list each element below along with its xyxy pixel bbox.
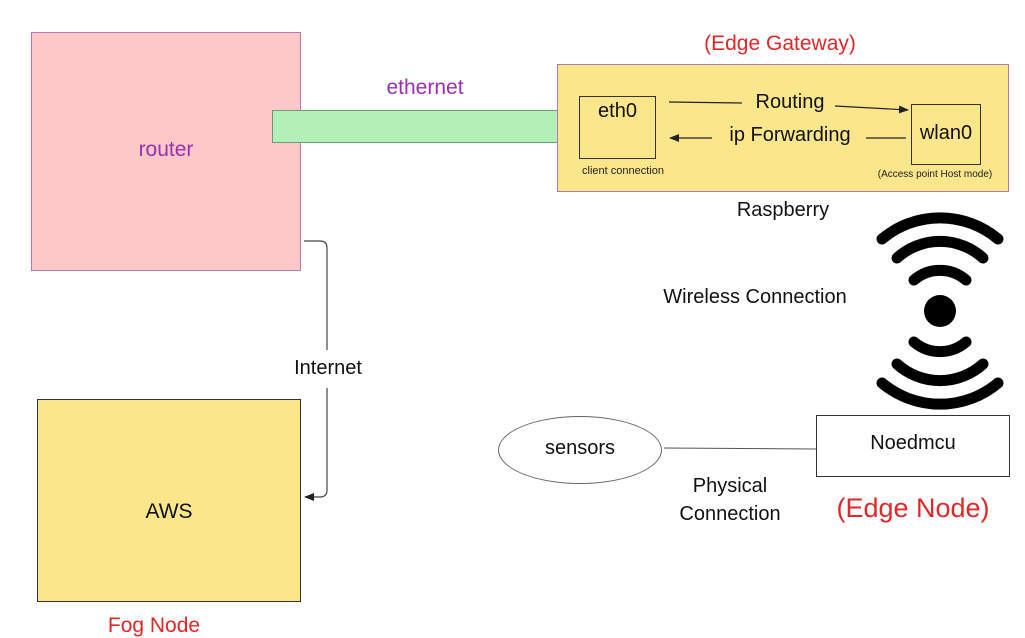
sensors-ellipse bbox=[498, 416, 662, 484]
router-box bbox=[31, 32, 301, 271]
sensors-label: sensors bbox=[544, 437, 616, 459]
physical-label-line2: Connection bbox=[679, 503, 781, 525]
wlan0-label: wlan0 bbox=[919, 122, 973, 144]
physical-connection-line bbox=[663, 447, 817, 450]
nodemcu-box bbox=[816, 415, 1010, 477]
internet-label: Internet bbox=[294, 357, 362, 379]
aws-box bbox=[37, 399, 301, 602]
fog-node-label: Fog Node bbox=[107, 614, 201, 637]
wifi-icon bbox=[876, 212, 1004, 410]
routing-arrow bbox=[834, 105, 909, 114]
internet-connector bbox=[304, 240, 328, 497]
gateway-title: (Edge Gateway) bbox=[704, 32, 856, 55]
wlan0-caption: (Access point Host mode) bbox=[877, 169, 993, 180]
wireless-connection-label: Wireless Connection bbox=[663, 286, 847, 308]
physical-connection-label: Physical Connection bbox=[650, 472, 810, 528]
wlan0-interface-box bbox=[911, 104, 981, 165]
raspberry-label: Raspberry bbox=[736, 199, 830, 221]
edge-node-label: (Edge Node) bbox=[836, 493, 990, 523]
routing-label: Routing bbox=[755, 91, 825, 113]
routing-arrow-left-segment bbox=[668, 101, 743, 104]
eth0-interface-box bbox=[579, 96, 656, 159]
physical-label-line1: Physical bbox=[692, 475, 768, 497]
router-label: router bbox=[138, 138, 194, 161]
ethernet-label: ethernet bbox=[386, 76, 464, 99]
aws-label: AWS bbox=[145, 500, 193, 523]
eth0-caption: client connection bbox=[582, 165, 664, 177]
ethernet-link bbox=[272, 110, 581, 143]
ip-forwarding-label: ip Forwarding bbox=[729, 124, 851, 146]
eth0-label: eth0 bbox=[598, 100, 637, 122]
nodemcu-label: Noedmcu bbox=[870, 432, 956, 454]
